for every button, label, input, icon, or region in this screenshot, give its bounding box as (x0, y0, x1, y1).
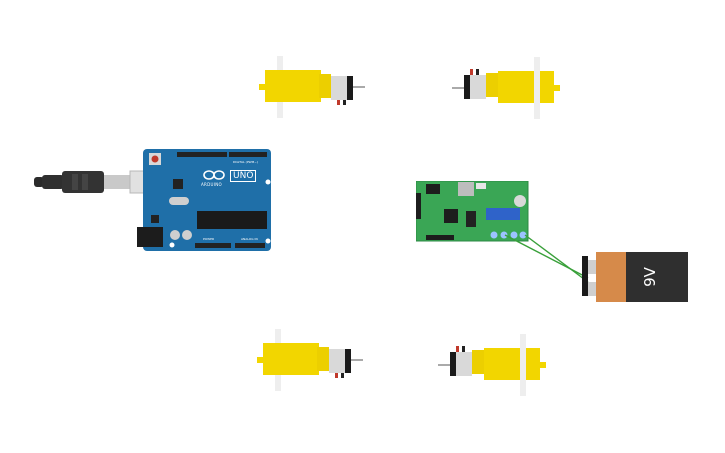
arduino-model-label: UNO (230, 170, 257, 182)
battery-label: 9V (640, 267, 659, 287)
dc-motor-bottom-right[interactable] (434, 334, 549, 396)
power-header-label: POWER (203, 237, 215, 241)
arduino-logo-icon (203, 170, 225, 180)
arduino-logo-text: ARDUINO (201, 182, 222, 187)
battery-wires[interactable] (500, 230, 600, 285)
dc-motor-top-left[interactable] (255, 56, 370, 118)
dc-motor-bottom-left[interactable] (253, 329, 368, 391)
dc-motor-top-right[interactable] (448, 57, 563, 119)
arduino-uno-board[interactable]: ARDUINO UNO DIGITAL (PWM~) POWER ANALOG … (137, 147, 273, 253)
digital-header-label: DIGITAL (PWM~) (233, 160, 258, 164)
motor-driver-board[interactable] (416, 181, 530, 243)
battery-9v[interactable]: 9V (582, 252, 690, 304)
analog-header-label: ANALOG IN (241, 237, 258, 241)
